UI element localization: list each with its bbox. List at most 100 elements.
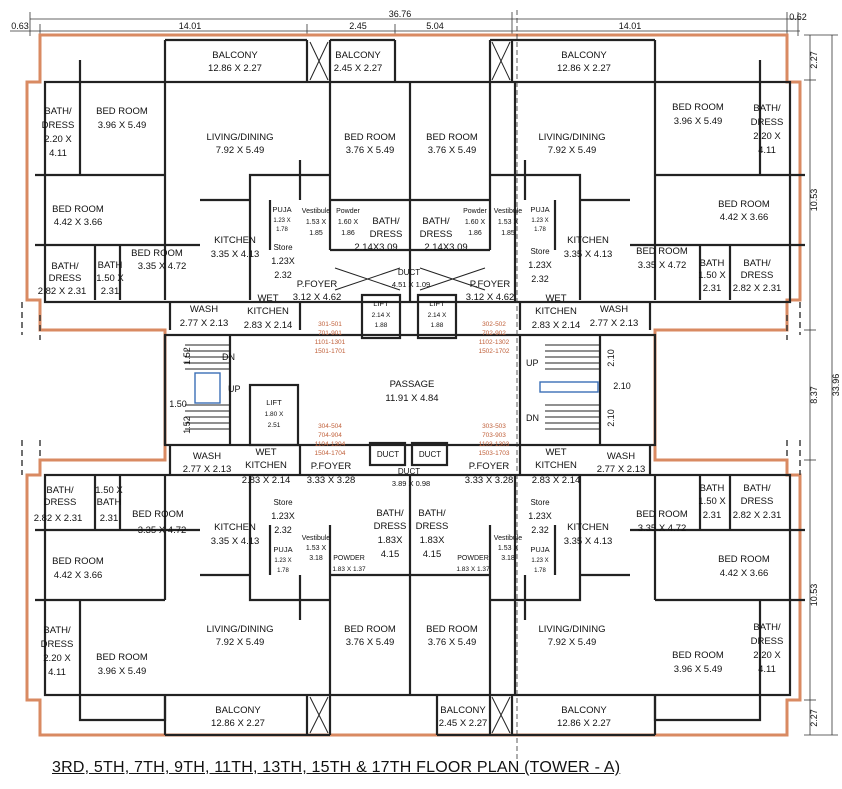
flat-number: 1504-1704 [314,450,345,457]
living-size: 7.92 X 5.49 [548,145,597,156]
kitchen-size: 3.35 X 4.13 [211,536,260,547]
balcony-label: BALCONY [212,50,258,61]
bedroom-label: BED ROOM [636,246,688,257]
bath-dress-size: 4.15 [381,549,400,560]
wash-size: 2.77 X 2.13 [597,464,646,475]
dim-right-balcony-bottom: 2.27 [809,709,819,727]
store-size: 2.32 [274,270,292,280]
bath-size: 1.50 X [698,496,726,507]
bath-dress-label: BATH/ [51,261,79,272]
lift-label: LIFT [266,398,282,407]
living-label: LIVING/DINING [206,132,273,143]
bath-dress-size: 1.83X [420,535,445,546]
living-label: LIVING/DINING [538,132,605,143]
bedroom-label: BED ROOM [718,554,770,565]
lift-size: 1.88 [431,322,444,329]
dim-top-balcony: 2.45 [349,21,367,31]
bath-dress-label: BATH/ [44,106,72,117]
wash-label: WASH [607,451,635,462]
powder-label: POWDER [457,555,489,562]
kitchen-label: KITCHEN [567,235,609,246]
stair-dimension: 2.10 [606,409,616,427]
duct-label: DUCT [377,450,399,459]
store-label: Store [273,243,293,252]
pfoyer-label: P.FOYER [470,279,511,290]
flat-number: 303-503 [482,423,506,430]
bath-dress-label: DRESS [49,273,82,284]
bath-label: BATH [700,258,725,269]
puja-label: PUJA [273,545,292,554]
powder-label: POWDER [333,555,365,562]
core-area: DUCT 4.51 X 1.09 LIFT 2.14 X 1.88 LIFT 2… [169,268,631,488]
living-label: LIVING/DINING [206,624,273,635]
dim-left-offset: 0.63 [11,21,29,31]
bath-dress-size: 2.20 X [753,131,781,142]
bath-dress-label: DRESS [751,636,784,647]
pfoyer-label: P.FOYER [469,461,510,472]
bedroom-size: 3.96 X 5.49 [98,666,147,677]
plan-title: 3RD, 5TH, 7TH, 9TH, 11TH, 13TH, 15TH & 1… [52,759,621,776]
pfoyer-size: 3.12 X 4.62 [466,292,515,303]
bath-size: 2.31 [100,513,119,524]
bath-dress-label: DRESS [42,120,75,131]
living-size: 7.92 X 5.49 [216,145,265,156]
bath-dress-label: DRESS [741,270,774,281]
flat-number: 704-904 [318,432,342,439]
bath-dress-label: BATH/ [422,216,450,227]
puja-label: PUJA [530,545,549,554]
lift-size: 1.80 X [265,411,284,418]
bath-dress-label: DRESS [44,497,77,508]
dim-right-core: 8.37 [809,386,819,404]
bedroom-size: 3.35 X 4.72 [138,261,187,272]
bedroom-size: 3.35 X 4.72 [138,525,187,536]
passage-size: 11.91 X 4.84 [385,393,438,404]
store-size: 2.32 [531,525,549,535]
wash-label: WASH [600,304,628,315]
flat-number: 703-903 [482,432,506,439]
bath-size: 2.31 [703,283,722,294]
puja-size: 1.23 X [273,218,290,224]
balcony-label: BALCONY [561,705,607,716]
store-size: 1.23X [528,511,552,521]
wet-kitchen-label: KITCHEN [247,306,289,317]
vestibule-size: 1.53 X [306,219,327,226]
balcony-size: 2.45 X 2.27 [439,718,488,729]
bedroom-size: 3.96 X 5.49 [674,664,723,675]
stair-dimension: 2.10 [613,381,631,391]
wash-label: WASH [193,451,221,462]
store-label: Store [530,498,550,507]
puja-size: 1.78 [277,568,289,574]
store-size: 2.32 [274,525,292,535]
bath-dress-size: 2.14X3.09 [424,242,467,253]
stair-dimension: 1.52 [182,347,192,365]
bedroom-size: 4.42 X 3.66 [720,568,769,579]
bath-dress-size: 4.11 [48,667,66,678]
living-size: 7.92 X 5.49 [216,637,265,648]
bath-dress-label: BATH/ [372,216,400,227]
flat-number: 701-901 [318,330,342,337]
bedroom-size: 3.96 X 5.49 [98,120,147,131]
wet-kitchen-size: 2.83 X 2.14 [244,320,293,331]
vestibule-size: 1.53 X [498,545,519,552]
bedroom-label: BED ROOM [132,509,184,520]
wash-size: 2.77 X 2.13 [590,318,639,329]
stair-up-label: UP [526,358,539,368]
stair-up-label: UP [228,384,241,394]
unit-top-left: BALCONY 12.86 X 2.27 BALCONY 2.45 X 2.27… [38,50,403,355]
vestibule-label: Vestibule [302,535,331,542]
powder-size: 1.83 X 1.37 [456,566,490,573]
bath-size: 1.50 X [698,270,726,281]
unit-top-right: BALCONY 12.86 X 2.27 BATH/ DRESS 2.20 X … [420,50,784,355]
unit-bottom-right: 303-503 703-903 1103-1303 1503-1703 WASH… [416,423,784,729]
pfoyer-size: 3.12 X 4.62 [293,292,342,303]
bath-dress-label: DRESS [420,229,453,240]
lift-size: 2.14 X [372,312,391,319]
duct-label: DUCT [398,467,420,476]
bedroom-label: BED ROOM [131,248,183,259]
bedroom-size: 3.76 X 5.49 [346,637,395,648]
store-label: Store [273,498,293,507]
dim-top-core: 5.04 [426,21,444,31]
lift-size: 2.51 [268,422,281,429]
flat-number: 1502-1702 [478,348,509,355]
vestibule-size: 1.85 [309,230,323,237]
